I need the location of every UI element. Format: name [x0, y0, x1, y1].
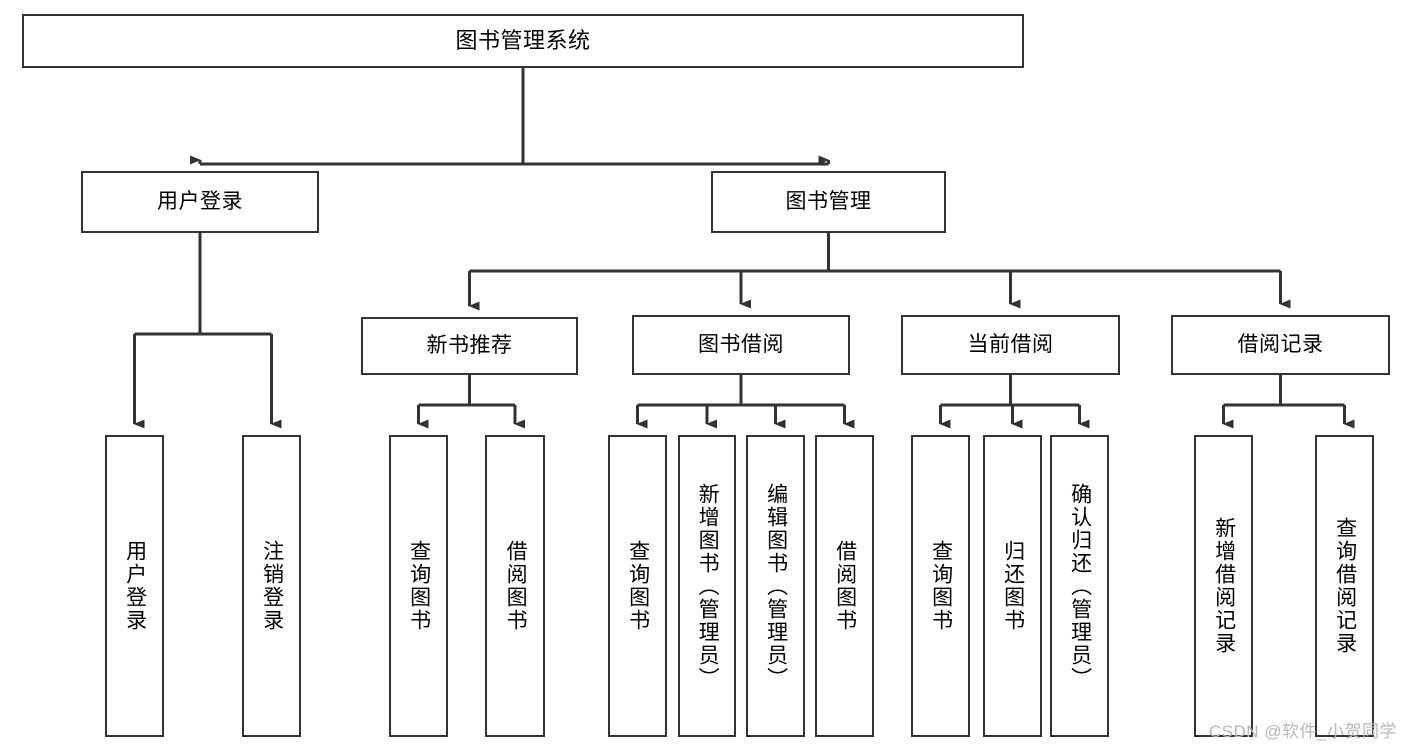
node-label: 用户登录	[157, 189, 243, 213]
node-borrow-record[interactable]: 借阅记录	[1171, 315, 1390, 375]
node-label: 图书借阅	[698, 332, 784, 356]
leaf-return-book[interactable]: 归还图书	[983, 435, 1042, 737]
node-label: 用户登录	[123, 540, 147, 632]
node-label: 新增借阅记录	[1212, 517, 1236, 655]
leaf-edit-book[interactable]: 编辑图书（管理员）	[746, 435, 805, 737]
node-label: 查询借阅记录	[1333, 517, 1357, 655]
node-label: 当前借阅	[967, 332, 1054, 356]
node-current-borrow[interactable]: 当前借阅	[901, 315, 1120, 375]
leaf-logout[interactable]: 注销登录	[242, 435, 301, 737]
node-label: 图书管理系统	[455, 28, 591, 54]
leaf-borrow-book-2[interactable]: 借阅图书	[815, 435, 874, 737]
node-new-book-recommend[interactable]: 新书推荐	[361, 317, 578, 375]
node-book-borrow[interactable]: 图书借阅	[632, 315, 850, 375]
leaf-query-book-1[interactable]: 查询图书	[389, 435, 448, 737]
node-label: 图书管理	[785, 189, 872, 213]
node-label: 查询图书	[626, 540, 650, 632]
leaf-query-book-3[interactable]: 查询图书	[911, 435, 970, 737]
node-label: 归还图书	[1001, 540, 1025, 632]
csdn-watermark: CSDN @软件_小贺同学	[1208, 722, 1397, 741]
node-root[interactable]: 图书管理系统	[22, 14, 1024, 68]
node-user-login[interactable]: 用户登录	[81, 171, 319, 233]
node-label: 查询图书	[929, 540, 953, 632]
node-label: 新书推荐	[426, 333, 513, 357]
leaf-add-borrow-record[interactable]: 新增借阅记录	[1194, 435, 1253, 737]
leaf-add-book[interactable]: 新增图书（管理员）	[678, 435, 736, 737]
leaf-query-book-2[interactable]: 查询图书	[608, 435, 667, 737]
node-label: 借阅图书	[504, 540, 528, 632]
leaf-query-borrow-record[interactable]: 查询借阅记录	[1315, 435, 1374, 737]
node-label: 借阅图书	[833, 540, 857, 632]
node-label: 编辑图书（管理员）	[764, 482, 788, 690]
leaf-confirm-return[interactable]: 确认归还（管理员）	[1050, 435, 1109, 737]
node-book-manage[interactable]: 图书管理	[711, 171, 946, 233]
node-label: 查询图书	[407, 540, 431, 632]
node-label: 确认归还（管理员）	[1068, 482, 1092, 690]
node-label: 新增图书（管理员）	[696, 482, 720, 690]
leaf-borrow-book-1[interactable]: 借阅图书	[485, 435, 545, 737]
node-label: 借阅记录	[1237, 332, 1324, 356]
node-label: 注销登录	[260, 540, 284, 632]
leaf-user-login[interactable]: 用户登录	[105, 435, 164, 737]
